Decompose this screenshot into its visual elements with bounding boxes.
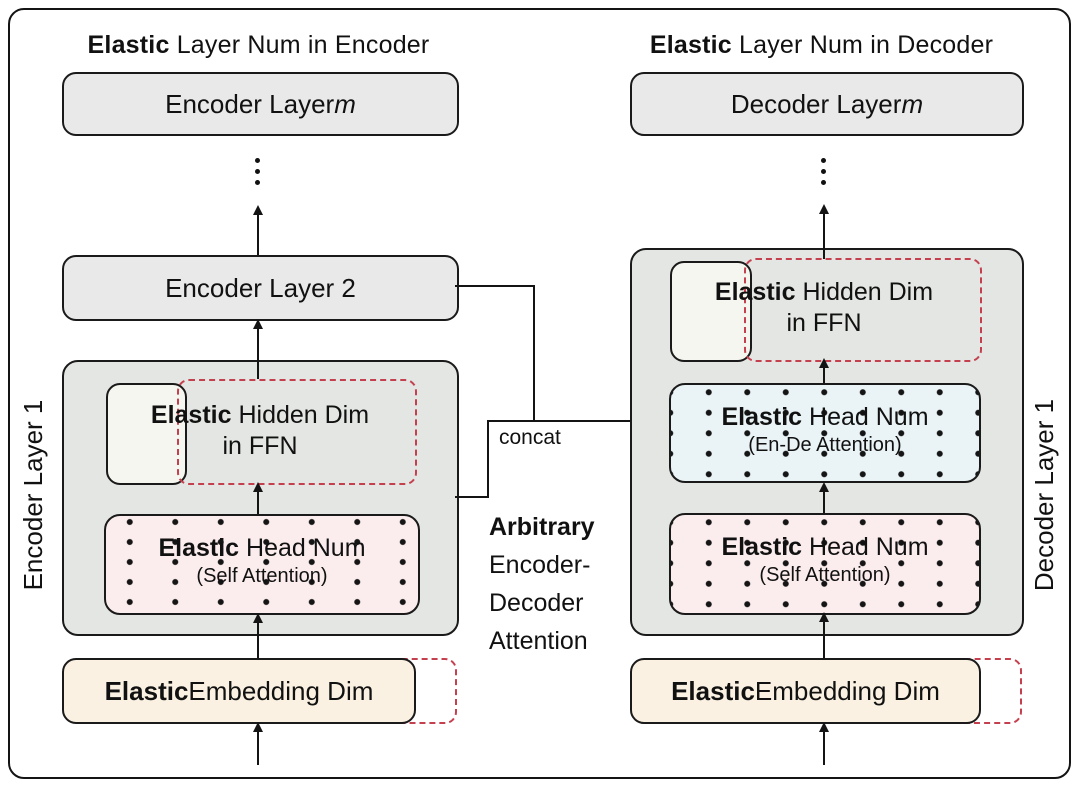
- encoder-ffn-label: Elastic Hidden Dim in FFN: [106, 400, 414, 462]
- decoder-embed-label-bold: Elastic: [671, 675, 755, 706]
- encoder-ffn-label-bold: Elastic: [150, 401, 232, 429]
- decoder-layer-m-label: Decoder Layer: [730, 88, 902, 119]
- encoder-layer-m-var: m: [334, 88, 356, 119]
- arrow-encoder-layer2-up: [252, 205, 263, 255]
- arrow-decoder-ende-to-ffn: [818, 358, 829, 383]
- encoder-embedding-box: Elastic Embedding Dim: [62, 658, 416, 724]
- encoder-attn-label-bold: Elastic: [158, 534, 240, 562]
- arbitrary-note-line1: Arbitrary: [489, 513, 595, 541]
- connector-layer2-out-h: [455, 285, 535, 287]
- encoder-ffn-solid-box: [106, 383, 187, 485]
- decoder-ende-label-bold: Elastic: [721, 403, 803, 431]
- decoder-attn-label-bold: Elastic: [721, 533, 803, 561]
- decoder-embedding-box: Elastic Embedding Dim: [630, 658, 981, 724]
- decoder-ffn-label: Elastic Hidden Dim in FFN: [670, 277, 978, 339]
- decoder-embed-label-rest: Embedding Dim: [754, 675, 940, 706]
- arrow-encoder-attn-to-ffn: [252, 482, 263, 514]
- arrow-encoder-input: [252, 722, 263, 765]
- encoder-layer-2-label: Encoder Layer 2: [165, 272, 356, 303]
- encoder-ffn-label-rest: Hidden Dim: [231, 401, 370, 429]
- decoder-ffn-label-rest: Hidden Dim: [795, 278, 934, 306]
- concat-label: concat: [499, 426, 561, 449]
- arbitrary-note-line2: Encoder-: [489, 551, 591, 579]
- connector-layer1-out-h: [455, 496, 488, 498]
- decoder-ffn-solid-box: [670, 261, 752, 362]
- encoder-layer-m-box: Encoder Layer m: [62, 72, 459, 136]
- decoder-header-bold: Elastic: [649, 31, 732, 59]
- decoder-attn-label-line2: (Self Attention): [759, 564, 891, 586]
- encoder-self-attention-box: Elastic Head Num (Self Attention): [104, 514, 420, 615]
- decoder-attn-label-rest: Head Num: [802, 533, 929, 561]
- decoder-ffn-label-bold: Elastic: [714, 278, 796, 306]
- encoder-ffn-elastic-dashed-box: [177, 379, 417, 485]
- decoder-ende-label-line2: (En-De Attention): [748, 434, 902, 456]
- encoder-header-rest: Layer Num in Encoder: [169, 31, 430, 59]
- encoder-layer-2-box: Encoder Layer 2: [62, 255, 459, 321]
- arrow-encoder-embed-to-attn: [252, 613, 263, 658]
- encoder-vertical-ellipsis: [255, 158, 260, 185]
- arbitrary-note-line3: Decoder: [489, 589, 584, 617]
- encoder-layer-1-side-label: Encoder Layer 1: [18, 399, 48, 591]
- encoder-embed-label-bold: Elastic: [104, 675, 189, 706]
- decoder-ende-label-rest: Head Num: [802, 403, 929, 431]
- decoder-header: Elastic Layer Num in Decoder: [625, 30, 1018, 60]
- decoder-ende-attention-box: Elastic Head Num (En-De Attention): [669, 383, 981, 483]
- connector-concat-h: [487, 420, 660, 422]
- decoder-vertical-ellipsis: [821, 158, 826, 185]
- encoder-attn-label-line2: (Self Attention): [196, 565, 328, 587]
- arrow-decoder-input: [818, 722, 829, 765]
- connector-layer2-out-v: [533, 285, 535, 422]
- arrow-decoder-embed-to-attn: [818, 612, 829, 658]
- encoder-layer-m-label: Encoder Layer: [165, 88, 335, 119]
- arrow-encoder-ffn-to-layer2: [252, 319, 263, 379]
- decoder-ffn-label-line2: in FFN: [786, 309, 862, 337]
- decoder-layer-m-box: Decoder Layer m: [630, 72, 1024, 136]
- encoder-embed-label-rest: Embedding Dim: [188, 675, 374, 706]
- encoder-header-bold: Elastic: [87, 31, 170, 59]
- encoder-ffn-label-line2: in FFN: [222, 432, 298, 460]
- connector-layer1-out-v: [487, 420, 489, 498]
- encoder-header: Elastic Layer Num in Encoder: [62, 30, 455, 60]
- decoder-ffn-elastic-dashed-box: [744, 258, 982, 362]
- arbitrary-note-line4: Attention: [489, 627, 588, 655]
- decoder-header-rest: Layer Num in Decoder: [731, 31, 994, 59]
- arrow-decoder-attn-to-ende: [818, 482, 829, 513]
- decoder-layer-1-side-label: Decoder Layer 1: [1029, 398, 1059, 592]
- encoder-attn-label-rest: Head Num: [239, 534, 366, 562]
- decoder-self-attention-box: Elastic Head Num (Self Attention): [669, 513, 981, 615]
- arrow-decoder-ffn-up: [818, 204, 829, 259]
- arbitrary-attention-note: Arbitrary Encoder- Decoder Attention: [489, 508, 659, 660]
- decoder-layer-m-var: m: [901, 88, 924, 119]
